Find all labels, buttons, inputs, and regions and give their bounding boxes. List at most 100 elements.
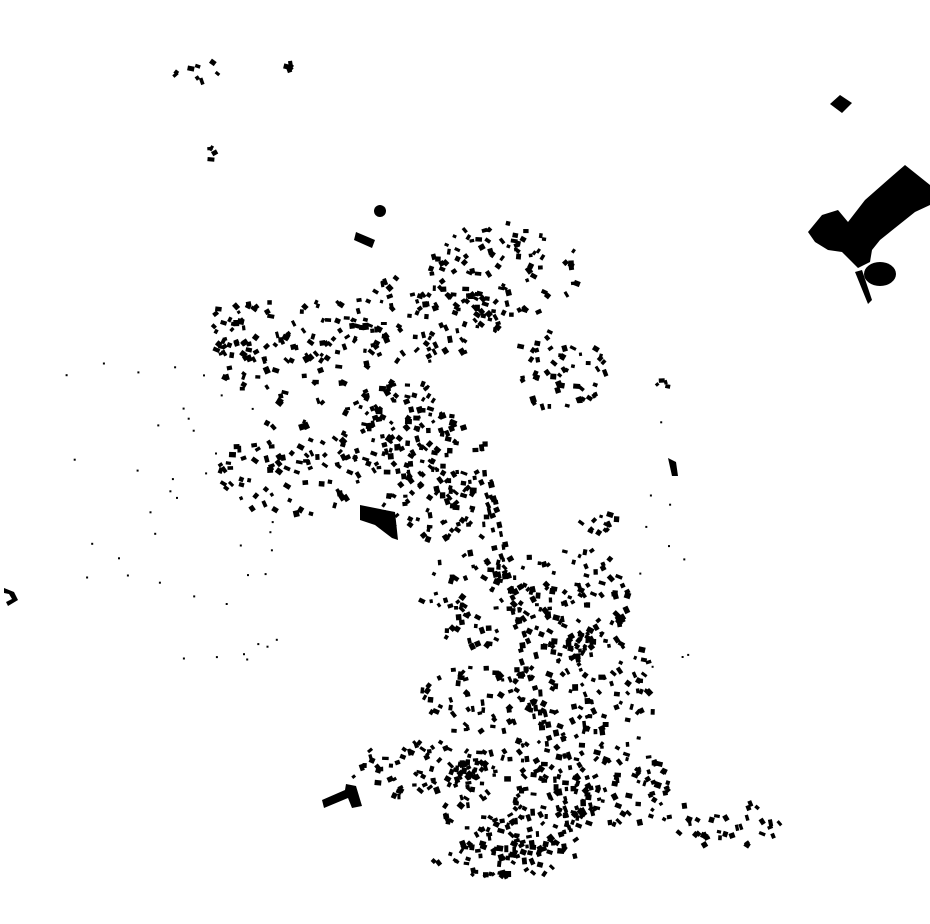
building: [475, 324, 480, 329]
building: [473, 623, 478, 629]
building: [596, 689, 603, 696]
building: [220, 465, 228, 474]
building: [220, 319, 228, 326]
building: [599, 564, 607, 572]
building: [473, 613, 482, 621]
building: [462, 676, 469, 682]
building: [473, 831, 480, 838]
building: [315, 453, 320, 461]
building: [535, 851, 542, 858]
building: [519, 767, 527, 774]
building: [625, 756, 630, 762]
building: [602, 787, 608, 793]
building: [267, 466, 274, 473]
building: [631, 772, 639, 779]
building: [465, 780, 472, 785]
building: [552, 823, 559, 829]
building: [268, 444, 275, 449]
building: [453, 775, 461, 784]
building: [455, 599, 461, 605]
building: [505, 572, 513, 580]
building: [472, 317, 478, 324]
building: [489, 251, 496, 259]
building: [602, 675, 607, 681]
building: [320, 317, 326, 324]
building: [557, 847, 565, 855]
building: [447, 817, 455, 824]
building: [606, 555, 614, 563]
building: [455, 680, 461, 687]
building: [205, 472, 208, 475]
building: [738, 823, 744, 831]
building: [415, 415, 421, 420]
building: [622, 605, 631, 615]
building: [438, 411, 445, 418]
building: [446, 781, 452, 788]
building: [220, 343, 228, 350]
building: [585, 626, 595, 635]
building: [263, 308, 271, 316]
building: [332, 502, 338, 509]
building: [478, 793, 484, 799]
building: [182, 657, 185, 660]
building: [462, 575, 469, 582]
building: [543, 368, 551, 377]
building: [337, 448, 344, 455]
building: [722, 830, 729, 838]
building: [427, 696, 434, 703]
building: [158, 581, 161, 584]
building: [176, 496, 178, 499]
building: [490, 724, 496, 729]
building: [734, 824, 740, 832]
building: [754, 804, 760, 811]
building: [539, 699, 548, 708]
building: [512, 846, 517, 852]
building: [473, 640, 482, 648]
building: [245, 301, 252, 307]
building: [271, 367, 280, 374]
building: [542, 840, 549, 848]
building: [251, 333, 260, 342]
isolated-building-ne: [830, 95, 852, 113]
building: [268, 462, 276, 469]
building: [584, 697, 591, 705]
building: [590, 700, 594, 705]
building: [593, 391, 599, 398]
building: [452, 499, 460, 507]
building: [465, 764, 472, 771]
building: [609, 669, 617, 677]
building: [541, 606, 549, 615]
building: [582, 691, 588, 698]
building: [501, 285, 508, 291]
building: [299, 309, 304, 314]
building: [708, 816, 715, 824]
building: [274, 459, 283, 468]
building: [232, 302, 241, 311]
building: [335, 364, 343, 369]
building: [418, 422, 426, 429]
building: [543, 747, 551, 753]
building: [663, 379, 668, 385]
building: [308, 511, 314, 517]
building: [639, 678, 644, 684]
building: [529, 595, 537, 604]
building: [593, 569, 598, 575]
building: [535, 356, 541, 363]
building: [571, 248, 576, 254]
building: [569, 345, 577, 351]
building: [421, 782, 428, 788]
building: [484, 237, 492, 244]
building: [576, 714, 583, 720]
building: [403, 494, 408, 498]
building: [352, 335, 358, 343]
building: [420, 687, 425, 694]
building: [420, 396, 426, 402]
building: [555, 804, 561, 812]
building: [194, 75, 201, 81]
building: [634, 708, 642, 716]
building: [631, 671, 638, 679]
building: [193, 595, 196, 598]
building: [334, 349, 341, 355]
building: [429, 599, 434, 604]
building: [283, 63, 291, 70]
